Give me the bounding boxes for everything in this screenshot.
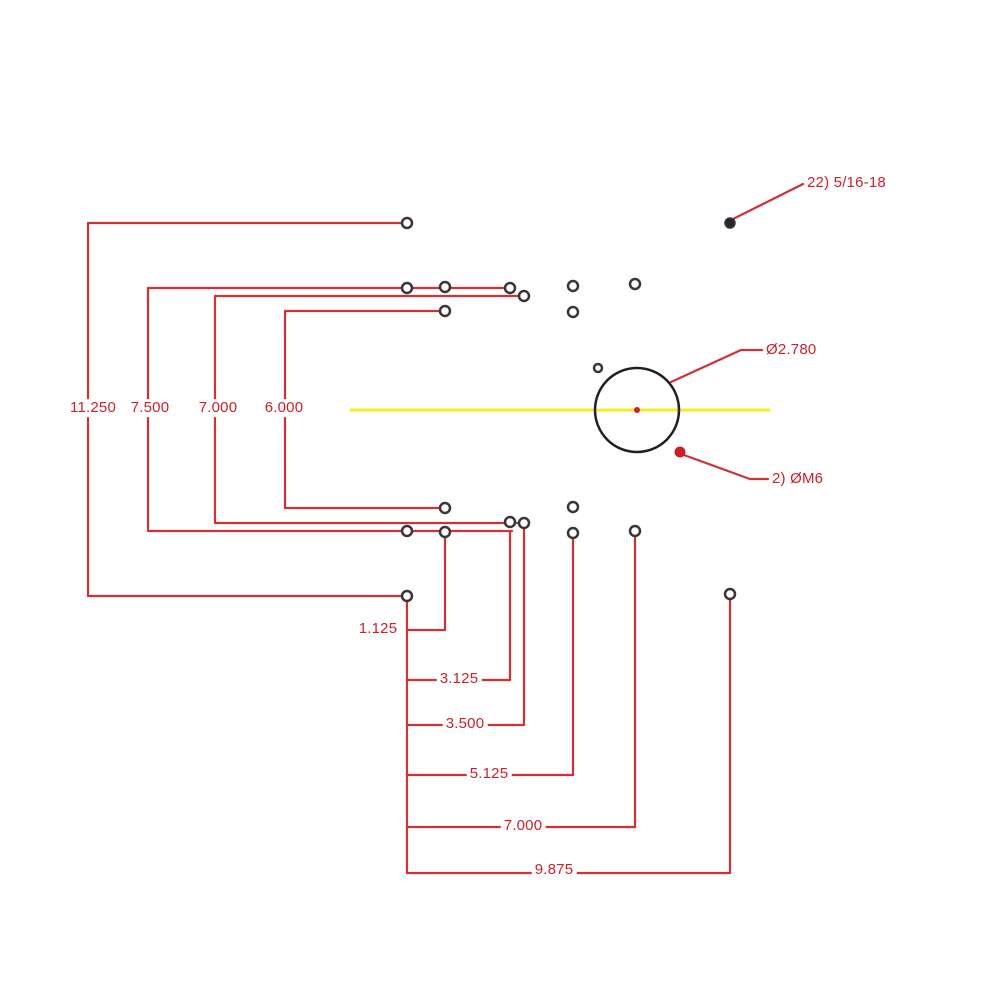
hole-marker <box>723 587 737 601</box>
vertical-dimension-label: 7.500 <box>127 399 173 417</box>
hole-marker <box>674 446 686 458</box>
vertical-dimension-label: 6.000 <box>261 399 307 417</box>
horizontal-dimension-label: 3.125 <box>436 670 482 688</box>
callout-label: 22) 5/16-18 <box>806 174 887 192</box>
callout-label: 2) ØM6 <box>771 470 825 488</box>
callout-label: Ø2.780 <box>765 341 818 359</box>
hole-marker <box>566 526 580 540</box>
hole-marker <box>400 524 414 538</box>
hole-marker <box>724 217 736 229</box>
hole-marker <box>438 304 452 318</box>
hole-marker <box>517 516 531 530</box>
horizontal-dimension-label: 1.125 <box>355 620 401 638</box>
hole-marker <box>566 305 580 319</box>
circle-center-dot <box>634 407 640 413</box>
hole-marker <box>566 279 580 293</box>
hole-marker <box>517 289 531 303</box>
hole-marker <box>400 281 414 295</box>
horizontal-dimension-label: 9.875 <box>531 861 577 879</box>
hole-marker <box>503 281 517 295</box>
hole-marker <box>592 362 604 374</box>
hole-marker <box>628 524 642 538</box>
hole-marker <box>503 515 517 529</box>
hole-marker <box>628 277 642 291</box>
horizontal-dimension-label: 5.125 <box>466 765 512 783</box>
hole-marker <box>438 280 452 294</box>
hole-marker <box>566 500 580 514</box>
horizontal-dimension-label: 7.000 <box>500 817 546 835</box>
hole-marker <box>438 501 452 515</box>
main-bore-circle <box>593 366 681 454</box>
horizontal-dimension-label: 3.500 <box>442 715 488 733</box>
vertical-dimension-label: 11.250 <box>67 399 119 417</box>
vertical-dimension-label: 7.000 <box>195 399 241 417</box>
hole-marker <box>400 589 414 603</box>
leader-line <box>731 182 805 221</box>
hole-marker <box>400 216 414 230</box>
hole-marker <box>438 525 452 539</box>
leader-line <box>682 453 770 481</box>
leader-line <box>669 348 764 384</box>
